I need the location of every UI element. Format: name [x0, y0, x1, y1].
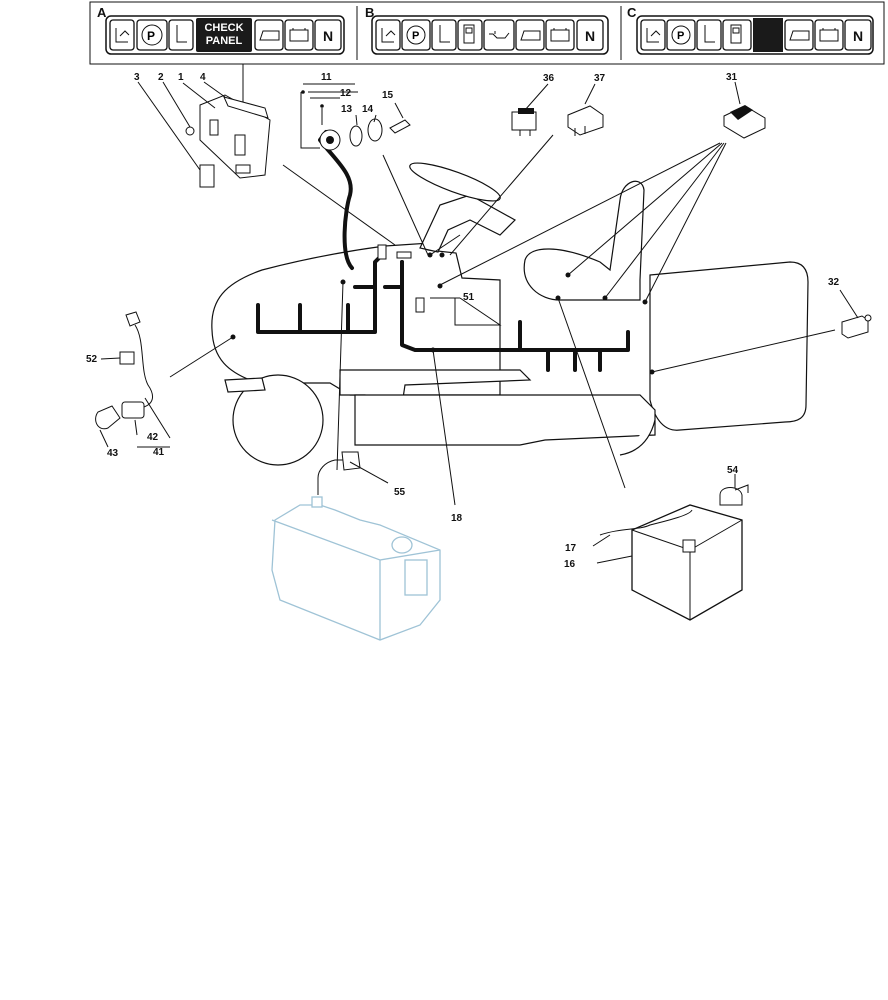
key-part	[389, 119, 411, 134]
dashboard-panels: A P CHECK PANEL	[89, 1, 885, 114]
neutral-label-c: N	[853, 28, 863, 44]
connector-51-part	[415, 297, 425, 313]
battery-icon	[284, 19, 314, 51]
neutral-label-a: N	[323, 28, 333, 44]
callout-1: 1	[178, 72, 184, 83]
callout-4: 4	[200, 72, 206, 83]
panel-a: A P CHECK PANEL	[97, 5, 345, 55]
cutting-deck-icon	[784, 19, 814, 51]
neutral-indicator: N	[314, 19, 342, 51]
terminal-cap-54-part	[719, 484, 749, 506]
oil-icon	[483, 19, 515, 51]
switch-31-part	[723, 105, 766, 139]
battery-part	[599, 504, 743, 621]
callout-32: 32	[828, 277, 840, 288]
nut-part	[349, 125, 363, 147]
neutral-indicator: N	[576, 19, 604, 51]
callout-52: 52	[86, 354, 98, 365]
callout-18: 18	[451, 513, 463, 524]
callout-54: 54	[727, 465, 739, 476]
seat-icon	[696, 19, 722, 51]
callout-41: 41	[153, 447, 165, 458]
label-strip-part	[223, 96, 269, 119]
switch-37-part	[567, 105, 604, 136]
svg-text:P: P	[677, 30, 684, 42]
fuel-tank	[271, 451, 441, 641]
check-panel-badge: CHECK PANEL	[196, 18, 252, 52]
callout-43: 43	[107, 448, 119, 459]
parking-brake-icon: P	[401, 19, 431, 51]
callout-11: 11	[321, 72, 332, 83]
callout-36: 36	[543, 73, 555, 84]
control-board-part	[199, 94, 271, 179]
battery-icon	[545, 19, 575, 51]
ring-part	[367, 118, 383, 142]
tractor-outline	[211, 130, 809, 466]
seat-icon	[168, 19, 194, 51]
fuel-icon	[722, 19, 752, 51]
callout-31: 31	[726, 72, 738, 83]
blank-indicator	[753, 18, 783, 52]
callout-42: 42	[147, 432, 159, 443]
panel-b: B P	[365, 5, 609, 55]
callout-3: 3	[134, 72, 140, 83]
callout-2: 2	[158, 72, 164, 83]
headlight-harness-part	[95, 311, 153, 430]
cutting-deck-icon	[254, 19, 284, 51]
seat-icon	[431, 19, 457, 51]
screw-part	[185, 126, 195, 136]
connection-dots	[230, 90, 655, 375]
parking-brake-icon: P	[136, 19, 168, 51]
badge-line-1: CHECK	[204, 22, 243, 34]
seat-lift-icon	[375, 19, 401, 51]
callout-14: 14	[362, 104, 374, 115]
callout-51: 51	[463, 292, 475, 303]
seat-lift-icon	[640, 19, 666, 51]
neutral-indicator: N	[844, 19, 872, 51]
switch-36-part	[511, 108, 537, 136]
wiring-harness	[256, 130, 630, 372]
seat-lift-icon	[109, 19, 135, 51]
panel-b-letter: B	[365, 5, 374, 20]
panel-c-letter: C	[627, 5, 637, 20]
callout-13: 13	[341, 104, 353, 115]
panel-a-letter: A	[97, 5, 107, 20]
callout-17: 17	[565, 543, 577, 554]
callout-37: 37	[594, 73, 606, 84]
cutting-deck-icon	[515, 19, 545, 51]
svg-text:P: P	[412, 30, 419, 42]
battery-icon	[814, 19, 844, 51]
connector-3-part	[199, 164, 215, 188]
leader-lines	[99, 81, 859, 564]
panel-c: C P	[627, 5, 874, 55]
callout-12: 12	[340, 88, 352, 99]
parking-brake-icon: P	[666, 19, 696, 51]
connector-52-part	[119, 351, 135, 365]
callout-labels: 1 2 3 4 11 12 13 14 15 16 17 18 31 32 36…	[86, 72, 840, 570]
parts	[95, 94, 872, 621]
microswitch-32-part	[841, 314, 872, 339]
fuel-icon	[457, 19, 483, 51]
badge-line-2: PANEL	[206, 35, 243, 47]
svg-text:P: P	[147, 29, 155, 43]
callout-15: 15	[382, 90, 394, 101]
callout-55: 55	[394, 487, 406, 498]
neutral-label-b: N	[585, 28, 595, 44]
callout-16: 16	[564, 559, 576, 570]
